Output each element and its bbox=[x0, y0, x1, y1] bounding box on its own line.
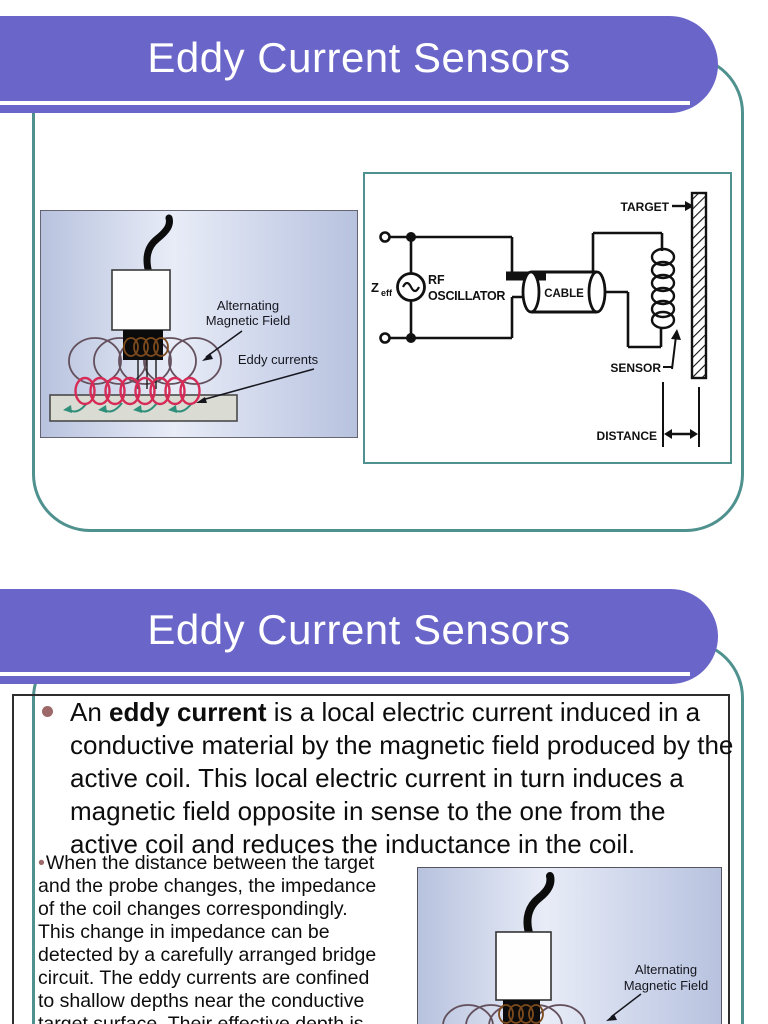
slide2-text-placeholder bbox=[12, 694, 730, 1024]
text-line: and the probe changes, the impedance bbox=[38, 875, 377, 897]
slide1-title: Eddy Current Sensors bbox=[147, 33, 571, 81]
bullet2-line1: •When the distance between the target bbox=[38, 852, 375, 874]
text-line: magnetic field opposite in sense to the … bbox=[70, 796, 666, 826]
slide2-title: Eddy Current Sensors bbox=[147, 605, 571, 653]
slide2-title-divider bbox=[0, 672, 690, 676]
field-label-line2: Magnetic Field bbox=[206, 313, 291, 328]
probe-body bbox=[111, 269, 171, 331]
coil-windings bbox=[498, 1004, 544, 1024]
impedance-label: Z bbox=[371, 280, 379, 295]
slide1-title-bar: Eddy Current Sensors bbox=[0, 16, 718, 113]
terminal-top bbox=[379, 231, 391, 243]
text-line: conductive material by the magnetic fiel… bbox=[70, 730, 734, 760]
slide2-probe-figure: Alternating Magnetic Field bbox=[417, 867, 722, 1024]
text-line: circuit. The eddy currents are confined bbox=[38, 967, 370, 989]
coax-cable: CABLE bbox=[521, 270, 607, 314]
target-arrow bbox=[672, 201, 694, 211]
bullet2-text: •When the distance between the target an… bbox=[38, 852, 418, 1024]
cable-label: CABLE bbox=[544, 288, 584, 300]
slide1-probe-figure: Alternating Magnetic Field Eddy currents bbox=[40, 210, 358, 438]
sensor-arrow bbox=[663, 329, 681, 370]
eddy-label-arrow bbox=[196, 368, 315, 403]
figure-background bbox=[417, 867, 722, 1024]
field-label-line1: Alternating bbox=[217, 298, 279, 313]
eddy-current-loops bbox=[74, 376, 201, 406]
eddy-label: Eddy currents bbox=[238, 352, 319, 367]
sensor-coil bbox=[650, 247, 676, 330]
field-label-arrow bbox=[606, 993, 642, 1021]
field-label-line2: Magnetic Field bbox=[624, 978, 709, 993]
text-line: target surface. Their effective depth is bbox=[38, 1013, 364, 1024]
slide1-title-divider bbox=[0, 101, 690, 105]
eddy-direction-arrows bbox=[63, 402, 193, 413]
sensor-label: SENSOR bbox=[610, 361, 661, 375]
oscillator-label: OSCILLATOR bbox=[428, 289, 505, 303]
terminal-bottom bbox=[379, 332, 391, 344]
junction-bottom bbox=[406, 333, 416, 343]
bullet1-dot bbox=[42, 706, 53, 717]
junction-top bbox=[406, 232, 416, 242]
target-label: TARGET bbox=[621, 200, 670, 214]
probe-cable bbox=[143, 214, 173, 277]
text-line: of the coil changes correspondingly. bbox=[38, 898, 348, 920]
text-line: active coil and reduces the inductance i… bbox=[70, 829, 636, 859]
target-plate bbox=[690, 191, 708, 380]
text-line: This change in impedance can be bbox=[38, 921, 330, 943]
probe-body bbox=[495, 931, 552, 1001]
field-label-line1: Alternating bbox=[635, 962, 697, 977]
coil-windings bbox=[123, 337, 169, 357]
distance-reference-lines bbox=[662, 382, 700, 447]
bullet1-text: An eddy current is a local electric curr… bbox=[70, 696, 735, 861]
rf-label: RF bbox=[428, 273, 445, 287]
bullet1-lines: conductive material by the magnetic fiel… bbox=[70, 729, 735, 861]
bullet1-line1: An eddy current is a local electric curr… bbox=[70, 697, 701, 727]
text-line: detected by a carefully arranged bridge bbox=[38, 944, 377, 966]
distance-label: DISTANCE bbox=[597, 429, 657, 443]
bullet2-marker: • bbox=[38, 852, 45, 874]
distance-arrow bbox=[664, 429, 698, 439]
slide1-circuit-figure: Z eff RF OSCILLATOR CABLE TARGET bbox=[363, 172, 732, 464]
field-label-arrow bbox=[202, 330, 243, 361]
text-line: to shallow depths near the conductive bbox=[38, 990, 365, 1012]
text-line: active coil. This local electric current… bbox=[70, 763, 684, 793]
slide2-title-bar: Eddy Current Sensors bbox=[0, 589, 718, 684]
impedance-sub: eff bbox=[381, 288, 393, 298]
ac-sine-icon bbox=[402, 281, 420, 293]
probe-cable bbox=[523, 872, 555, 937]
